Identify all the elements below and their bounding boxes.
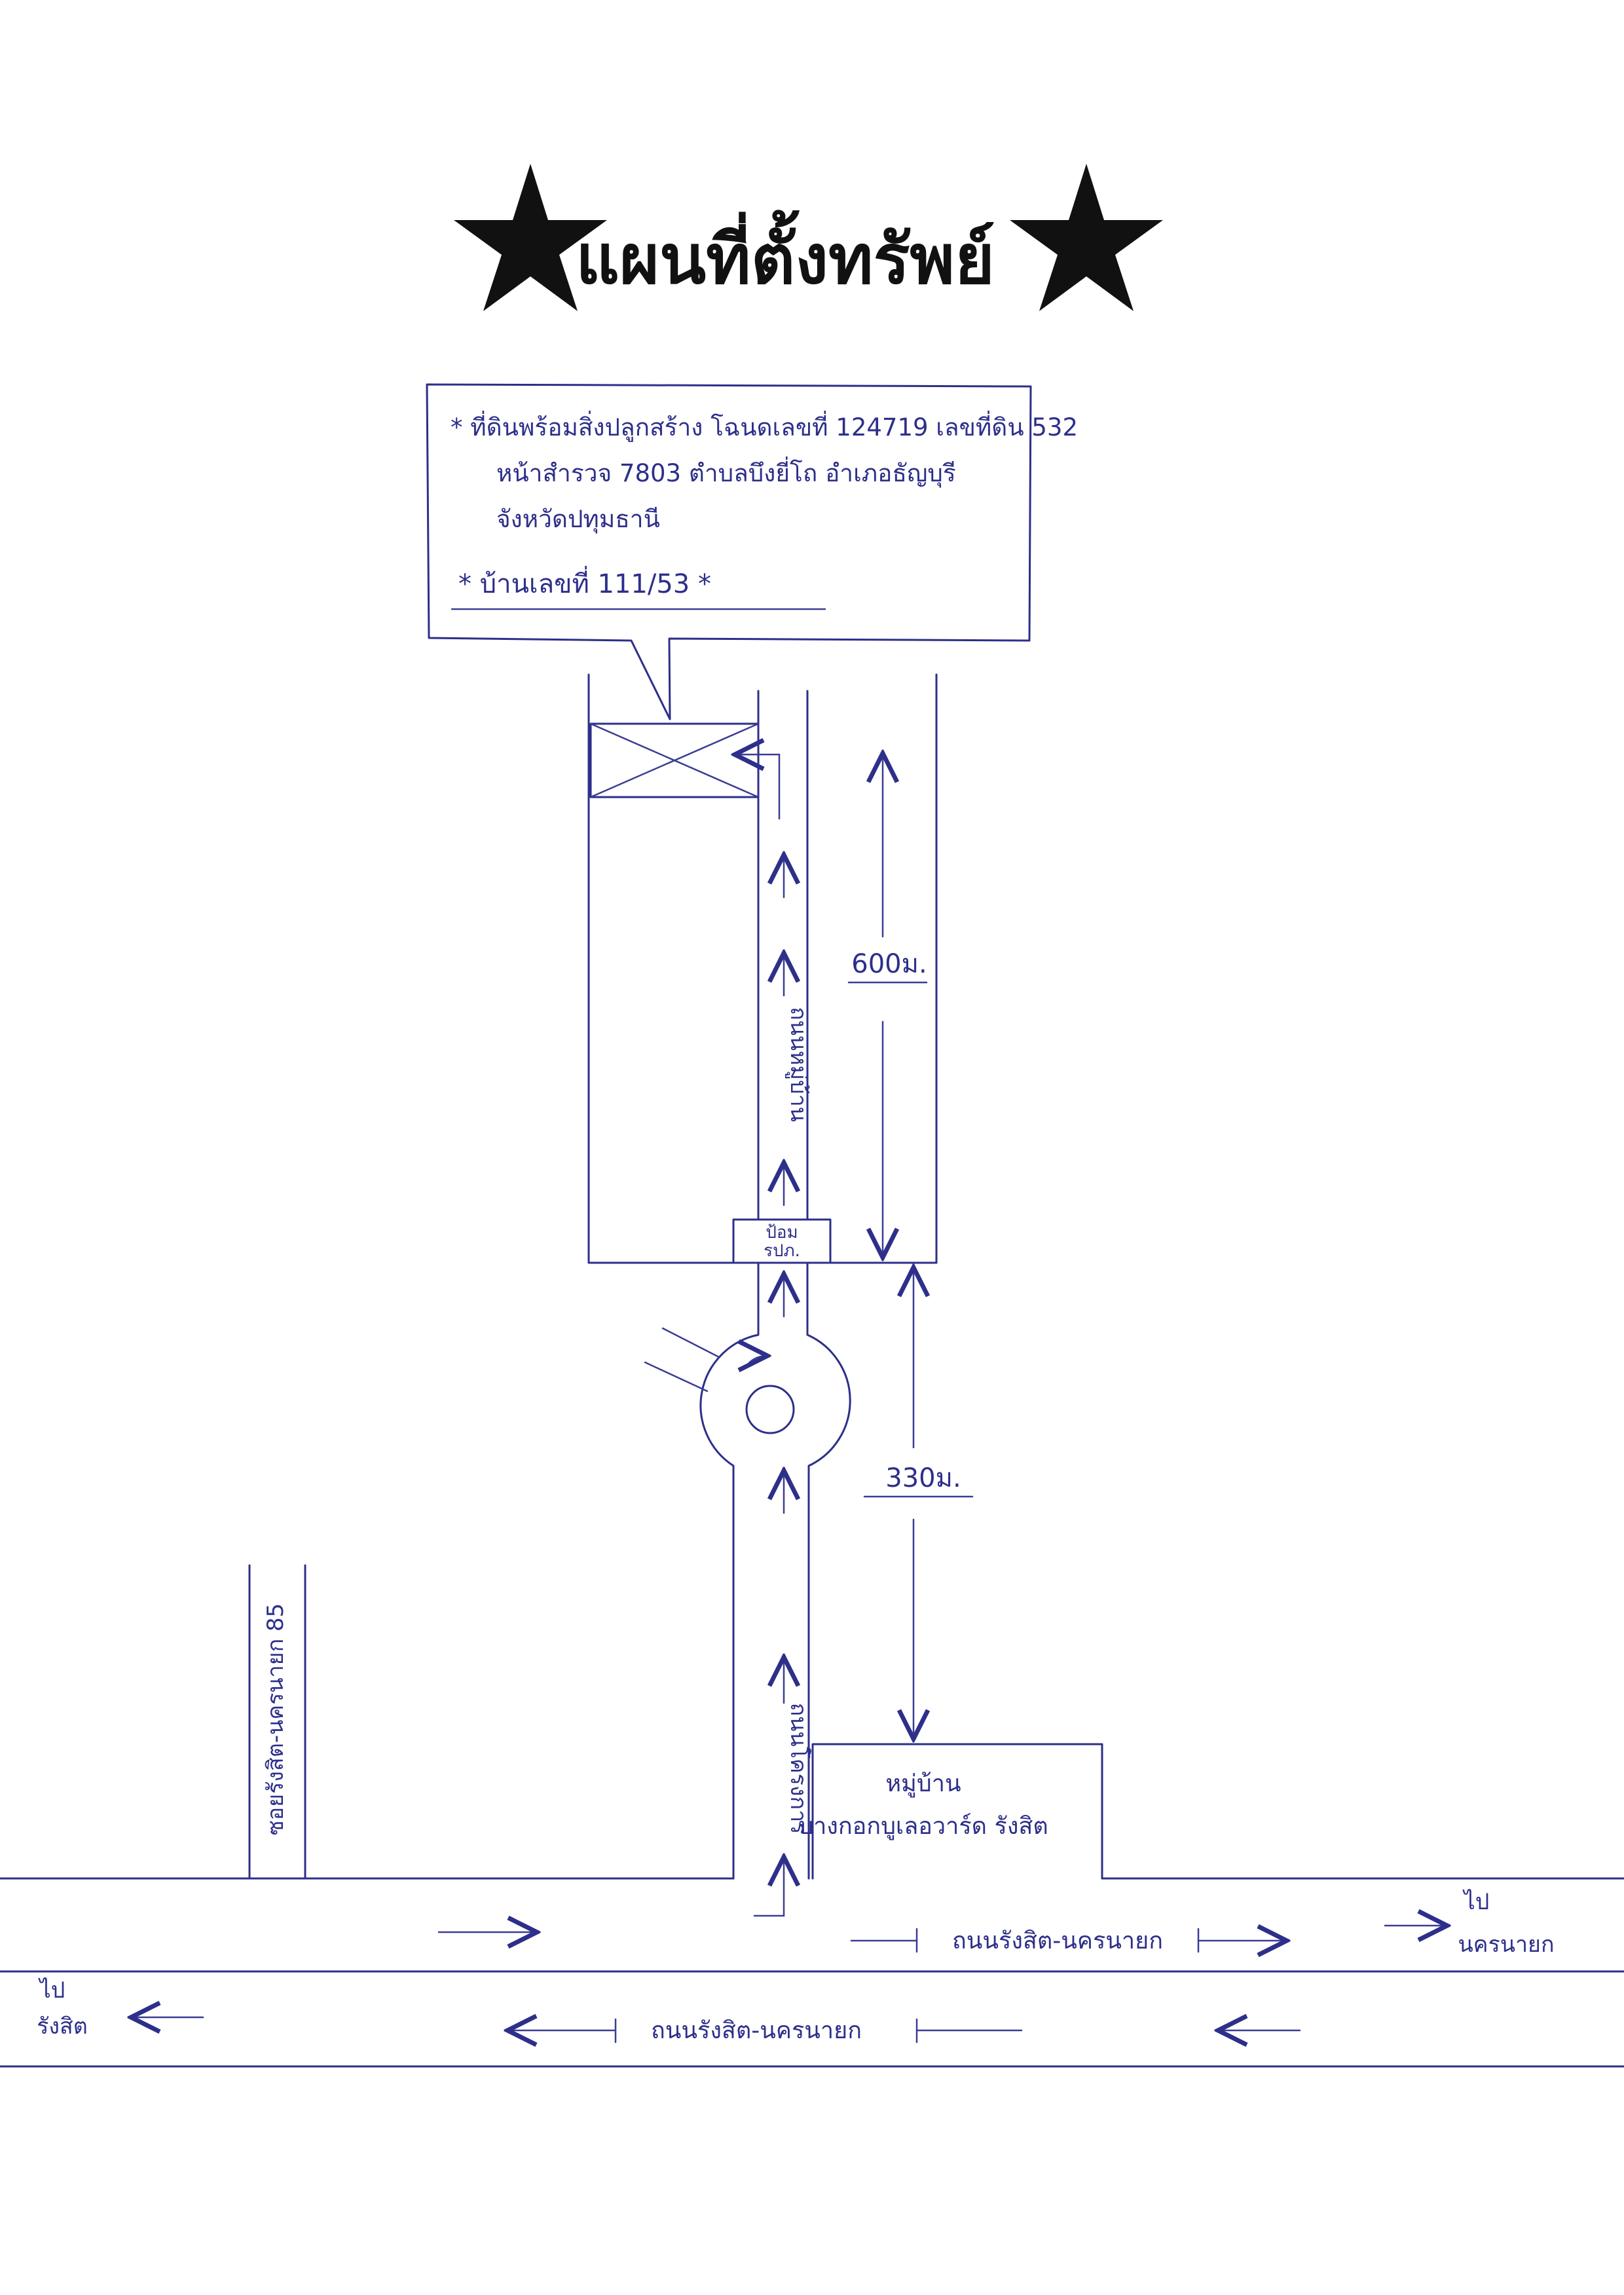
to-nakhonnayok-label-1: ไป bbox=[1462, 1889, 1490, 1915]
road-lower-label: ถนนรังสิต-นครนายก bbox=[651, 2017, 862, 2044]
guardhouse-label-2: รปภ. bbox=[764, 1241, 800, 1261]
side-soi: ซอยรังสิต-นครนายก 85 bbox=[248, 1564, 306, 1880]
callout-line-1: * ที่ดินพร้อมสิ่งปลูกสร้าง โฉนดเลขที่ 12… bbox=[451, 410, 1078, 442]
star-icon bbox=[454, 164, 607, 311]
to-rangsit-label-2: รังสิต bbox=[37, 2013, 88, 2040]
map-title: แผนที่ตั้งทรัพย์ bbox=[576, 210, 995, 299]
guardhouse-label-1: ป้อม bbox=[766, 1223, 798, 1242]
distance-lower-label: 330ม. bbox=[885, 1463, 961, 1493]
to-nakhonnayok-label-2: นครนายก bbox=[1458, 1931, 1554, 1958]
project-road: ถนนโครงการ bbox=[644, 1261, 851, 1917]
distance-upper-label: 600ม. bbox=[851, 949, 927, 979]
star-icon bbox=[1010, 164, 1163, 311]
distance-lower: 330ม. bbox=[863, 1267, 974, 1739]
property-callout: * ที่ดินพร้อมสิ่งปลูกสร้าง โฉนดเลขที่ 12… bbox=[426, 383, 1078, 720]
road-upper-label: ถนนรังสิต-นครนายก bbox=[952, 1928, 1163, 1954]
inner-road: ถนนหมู่บ้าน bbox=[735, 690, 811, 1221]
village-label-2: บางกอกบูเลอวาร์ด รังสิต bbox=[798, 1813, 1048, 1840]
distance-upper: 600ม. bbox=[847, 753, 928, 1258]
to-rangsit-label-1: ไป bbox=[38, 1977, 65, 2004]
project-road-label: ถนนโครงการ bbox=[785, 1703, 811, 1835]
callout-line-4: * บ้านเลขที่ 111/53 * bbox=[458, 566, 711, 599]
village-label-1: หมู่บ้าน bbox=[885, 1770, 961, 1798]
roundabout-circle-icon bbox=[745, 1385, 795, 1434]
village-box: หมู่บ้าน บางกอกบูเลอวาร์ด รังสิต bbox=[798, 1743, 1103, 1880]
inner-road-label: ถนนหมู่บ้าน bbox=[785, 1007, 811, 1122]
guardhouse: ป้อม รปภ. bbox=[732, 1218, 832, 1264]
side-soi-label: ซอยรังสิต-นครนายก 85 bbox=[263, 1603, 289, 1836]
callout-line-2: หน้าสำรวจ 7803 ตำบลบึงยี่โถ อำเภอธัญบุรี bbox=[496, 456, 956, 488]
callout-line-3: จังหวัดปทุมธานี bbox=[496, 505, 660, 534]
main-highway: ถนนรังสิต-นครนายก ไป นครนายก ไป รังสิต ถ… bbox=[0, 1877, 1624, 2068]
title-group: แผนที่ตั้งทรัพย์ bbox=[454, 164, 1163, 311]
